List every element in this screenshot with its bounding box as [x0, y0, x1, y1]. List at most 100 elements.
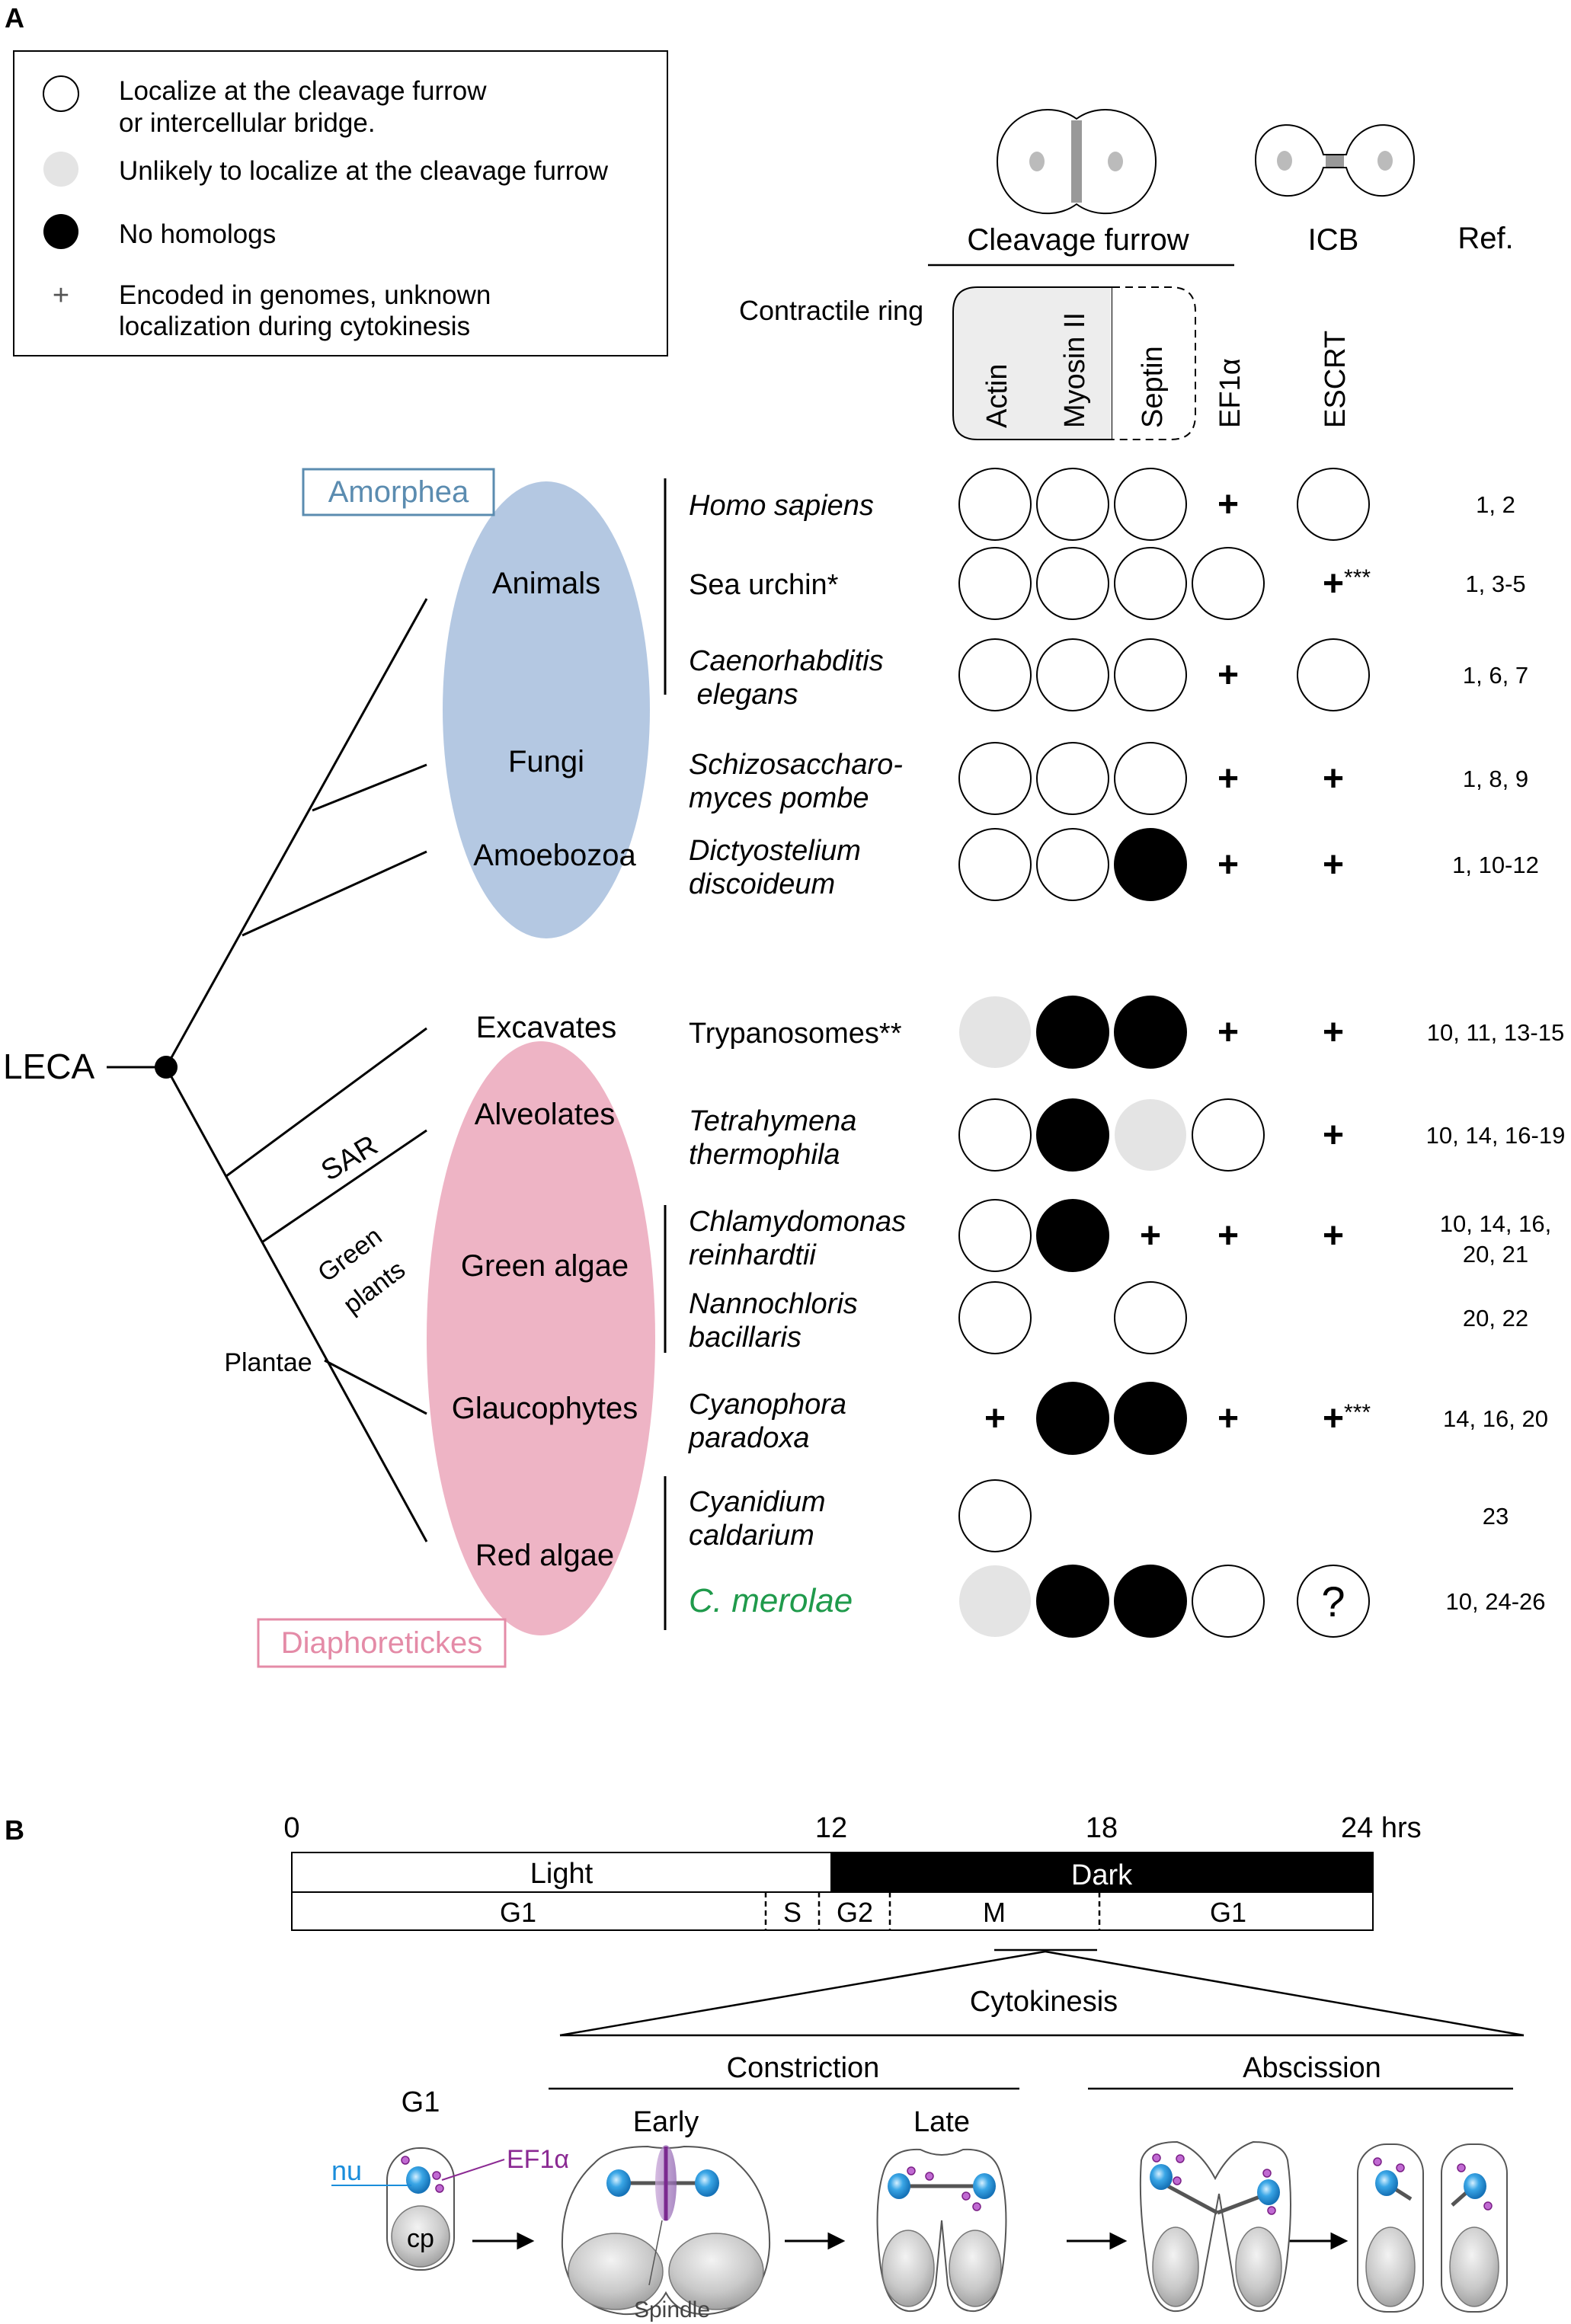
- organism-name-line2: caldarium: [689, 1520, 814, 1552]
- col-escrt: ESCRT: [1320, 331, 1352, 428]
- group-amoebozoa: Amoebozoa: [473, 839, 636, 872]
- group-animals: Animals: [492, 567, 600, 600]
- ref-text: 10, 11, 13-15: [1427, 1019, 1564, 1046]
- cell-ef1a-plus: +: [1217, 1216, 1239, 1256]
- cell-myosin-open: [1036, 742, 1109, 815]
- diaphoretickes-label: Diaphoretickes: [281, 1626, 483, 1660]
- cell-escrt-plus: +: [1323, 1115, 1344, 1156]
- light-dark-bar: [291, 1852, 1374, 1893]
- cp-label: cp: [407, 2224, 434, 2253]
- phase-bar: [291, 1891, 1374, 1931]
- organism-name: Cyanophora: [689, 1389, 846, 1421]
- ref-text: 20, 22: [1463, 1305, 1528, 1331]
- tick-0: 0: [283, 1812, 299, 1844]
- tick-12: 12: [815, 1812, 847, 1844]
- organism-name-line2: thermophila: [689, 1139, 840, 1171]
- contractile-ring-box: [952, 286, 1196, 440]
- cell-myosin-black: [1036, 996, 1109, 1069]
- amorphea-box: [302, 468, 495, 516]
- ref-text: 1, 2: [1476, 491, 1515, 518]
- table-row: Homo sapiens 1, 2 +: [689, 468, 1515, 541]
- progress-arrows: [472, 2232, 1349, 2250]
- ref-text: 23: [1483, 1503, 1509, 1530]
- phase-g1-late: G1: [1210, 1897, 1246, 1928]
- cell-myosin-open: [1036, 638, 1109, 711]
- amorphea-label: Amorphea: [328, 475, 469, 509]
- cell-escrt-plus: +***: [1323, 1399, 1371, 1439]
- legend-plus-line2: localization during cytokinesis: [119, 312, 470, 341]
- tick-18: 18: [1086, 1812, 1118, 1844]
- cell-septin-black: [1114, 996, 1187, 1069]
- organism-name-line2: elegans: [689, 679, 798, 711]
- cell-actin-open: [958, 638, 1032, 711]
- cytokinesis-callout: [549, 1948, 1525, 2090]
- leca-node: [155, 1056, 178, 1079]
- branch-plantae-label: Plantae: [224, 1348, 312, 1377]
- cell-septin-black: [1114, 828, 1187, 901]
- cell-ef1a-plus: +: [1217, 484, 1239, 525]
- cell-ef1a-open: [1192, 547, 1265, 620]
- tick-24: 24 hrs: [1341, 1812, 1422, 1844]
- legend-open-line1: Localize at the cleavage furrow: [119, 76, 487, 106]
- cell-myosin-black: [1036, 1382, 1109, 1455]
- cell-myosin-black: [1036, 1098, 1109, 1172]
- cell-septin-open: [1114, 742, 1187, 815]
- cell-actin-open: [958, 742, 1032, 815]
- cell-septin-open: [1114, 547, 1187, 620]
- cleavage-furrow-header: Cleavage furrow: [967, 223, 1189, 257]
- abscission-label: Abscission: [1243, 2052, 1381, 2084]
- abscission-cell-early: [1139, 2140, 1291, 2313]
- group-glaucophytes: Glaucophytes: [452, 1392, 638, 1425]
- organism-name: Homo sapiens: [689, 490, 874, 522]
- legend-open-line2: or intercellular bridge.: [119, 108, 376, 138]
- group-fungi: Fungi: [508, 745, 584, 778]
- group-alveolates: Alveolates: [475, 1098, 616, 1131]
- cell-escrt-open: [1297, 638, 1370, 711]
- late-constriction-cell: [876, 2148, 1007, 2313]
- cell-escrt-plus: +***: [1323, 564, 1371, 604]
- cell-actin-plus: +: [984, 1399, 1006, 1439]
- ref-header: Ref.: [1457, 222, 1513, 255]
- organism-name: Nannochloris: [689, 1288, 858, 1320]
- ref-text-line2: 20, 21: [1463, 1241, 1528, 1267]
- ref-text: 1, 3-5: [1465, 571, 1525, 597]
- late-label: Late: [913, 2106, 970, 2138]
- ef1a-pointer: [441, 2159, 505, 2181]
- cell-myosin-open: [1036, 828, 1109, 901]
- cell-escrt-plus: +: [1323, 759, 1344, 799]
- col-ef1a: EF1α: [1214, 358, 1246, 428]
- cell-septin-open: [1114, 468, 1187, 541]
- cell-septin-black: [1114, 1565, 1187, 1638]
- cell-ef1a-plus: +: [1217, 759, 1239, 799]
- group-red-algae: Red algae: [475, 1539, 614, 1572]
- organism-name: Caenorhabditis: [689, 645, 884, 677]
- light-label: Light: [530, 1858, 594, 1890]
- dark-label: Dark: [1071, 1859, 1133, 1891]
- cell-actin-open: [958, 1281, 1032, 1354]
- legend: Localize at the cleavage furrow or inter…: [13, 50, 668, 356]
- table-row: Trypanosomes** 10, 11, 13-15 + +: [689, 996, 1564, 1069]
- ref-text: 1, 8, 9: [1463, 766, 1528, 792]
- cell-ef1a-plus: +: [1217, 1012, 1239, 1053]
- cell-actin-grey: [959, 996, 1031, 1068]
- cell-septin-open: [1114, 1281, 1187, 1354]
- cell-escrt-plus: +: [1323, 1012, 1344, 1053]
- organism-name: Trypanosomes**: [689, 1018, 902, 1050]
- organism-name-line2: bacillaris: [689, 1322, 801, 1354]
- cell-escrt-plus: +: [1323, 845, 1344, 885]
- panel-b-label: B: [5, 1814, 24, 1846]
- legend-black-circle: [43, 214, 78, 249]
- cell-actin-open: [958, 828, 1032, 901]
- ref-text: 10, 14, 16,: [1440, 1210, 1552, 1237]
- nu-label: nu: [331, 2155, 362, 2186]
- panel-a-label: A: [5, 2, 24, 34]
- organism-name-line2: reinhardtii: [689, 1239, 817, 1271]
- branch-sar-label: SAR: [316, 1130, 384, 1188]
